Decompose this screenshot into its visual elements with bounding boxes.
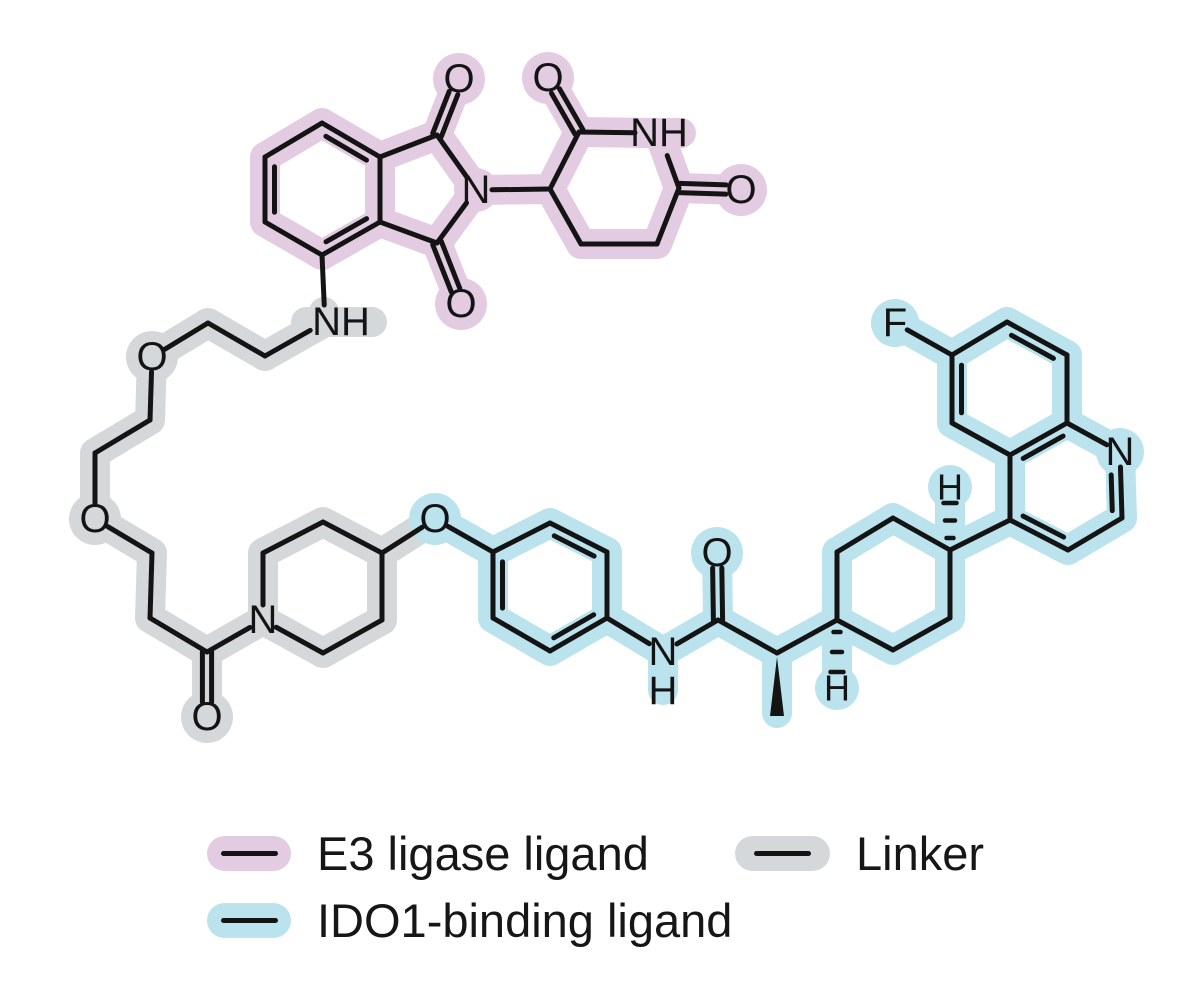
atom-label-a65: N — [1106, 430, 1135, 474]
wedge-bond — [770, 657, 784, 716]
hash-bond — [828, 629, 846, 675]
atom-label-a11: O — [445, 282, 476, 326]
atom-label-a61: F — [883, 301, 907, 345]
atom-label-a23: O — [136, 335, 167, 379]
atom-label-a44-sub: H — [649, 669, 678, 713]
legend-item-e3-ligase-ligand: E3 ligase ligand — [207, 828, 649, 880]
atom-label-a15: NH — [630, 111, 688, 155]
atom-label-a44: N — [649, 630, 678, 674]
legend-label-linker: Linker — [856, 827, 985, 880]
atom-label-a10: O — [443, 57, 474, 101]
atom-label-a37: O — [419, 497, 450, 541]
bonds — [92, 86, 1125, 705]
atom-label-a8: N — [462, 168, 491, 212]
atom-label-a30: O — [191, 695, 222, 739]
legend-swatch-ido1-binding-ligand — [207, 903, 291, 939]
legend-swatch-e3-ligase-ligand — [207, 836, 291, 872]
atom-label-a56: H — [824, 668, 850, 709]
legend-item-linker: Linker — [735, 828, 984, 880]
legend-bond-line — [220, 851, 278, 857]
legend-bond-line — [754, 851, 811, 857]
atom-label-a20: NH — [312, 300, 370, 344]
legend-item-ido1-binding-ligand: IDO1-binding ligand — [207, 895, 732, 947]
legend-label-e3-ligase-ligand: E3 ligase ligand — [317, 827, 649, 880]
atom-label-a55: H — [937, 467, 963, 508]
atom-label-a26: O — [79, 497, 110, 541]
highlight-linker — [69, 297, 450, 743]
atom-label-a31: N — [249, 598, 278, 642]
legend-bond-line — [220, 918, 278, 924]
legend-label-ido1-binding-ligand: IDO1-binding ligand — [317, 894, 733, 947]
atom-label-a17: O — [725, 168, 756, 212]
hash-bond — [941, 500, 959, 541]
legend-swatch-linker — [735, 836, 830, 872]
atom-label-a14: O — [532, 56, 563, 100]
atom-label-a46: O — [701, 531, 732, 575]
